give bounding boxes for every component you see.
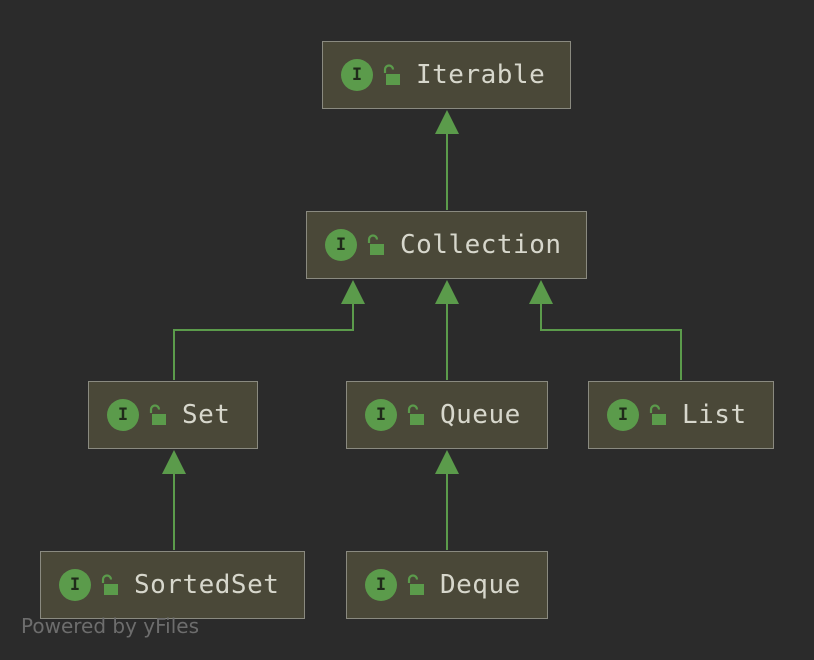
node-set[interactable]: I Set (88, 381, 258, 449)
arrowhead-collection-center (435, 280, 459, 304)
node-queue[interactable]: I Queue (346, 381, 548, 449)
arrowhead-set (162, 450, 186, 474)
interface-icon: I (325, 229, 357, 261)
node-list[interactable]: I List (588, 381, 774, 449)
unlock-icon (649, 404, 666, 425)
edge-set-to-collection (173, 304, 354, 380)
arrowhead-collection-left (341, 280, 365, 304)
arrowhead-queue (435, 450, 459, 474)
unlock-icon (407, 404, 424, 425)
node-label: SortedSet (134, 570, 280, 600)
interface-icon: I (59, 569, 91, 601)
node-label: List (682, 400, 747, 430)
node-deque[interactable]: I Deque (346, 551, 548, 619)
unlock-icon (383, 64, 400, 85)
node-label: Deque (440, 570, 521, 600)
unlock-icon (407, 574, 424, 595)
unlock-icon (149, 404, 166, 425)
interface-icon: I (365, 569, 397, 601)
interface-icon: I (607, 399, 639, 431)
node-label: Collection (400, 230, 562, 260)
edge-list-to-collection (540, 304, 682, 380)
node-iterable[interactable]: I Iterable (322, 41, 571, 109)
interface-icon: I (107, 399, 139, 431)
interface-icon: I (341, 59, 373, 91)
watermark: Powered by yFiles (21, 614, 199, 638)
unlock-icon (367, 234, 384, 255)
node-label: Queue (440, 400, 521, 430)
node-label: Set (182, 400, 231, 430)
unlock-icon (101, 574, 118, 595)
node-sortedset[interactable]: I SortedSet (40, 551, 305, 619)
arrowhead-collection-right (529, 280, 553, 304)
arrowhead-iterable (435, 110, 459, 134)
interface-icon: I (365, 399, 397, 431)
node-label: Iterable (416, 60, 546, 90)
node-collection[interactable]: I Collection (306, 211, 587, 279)
